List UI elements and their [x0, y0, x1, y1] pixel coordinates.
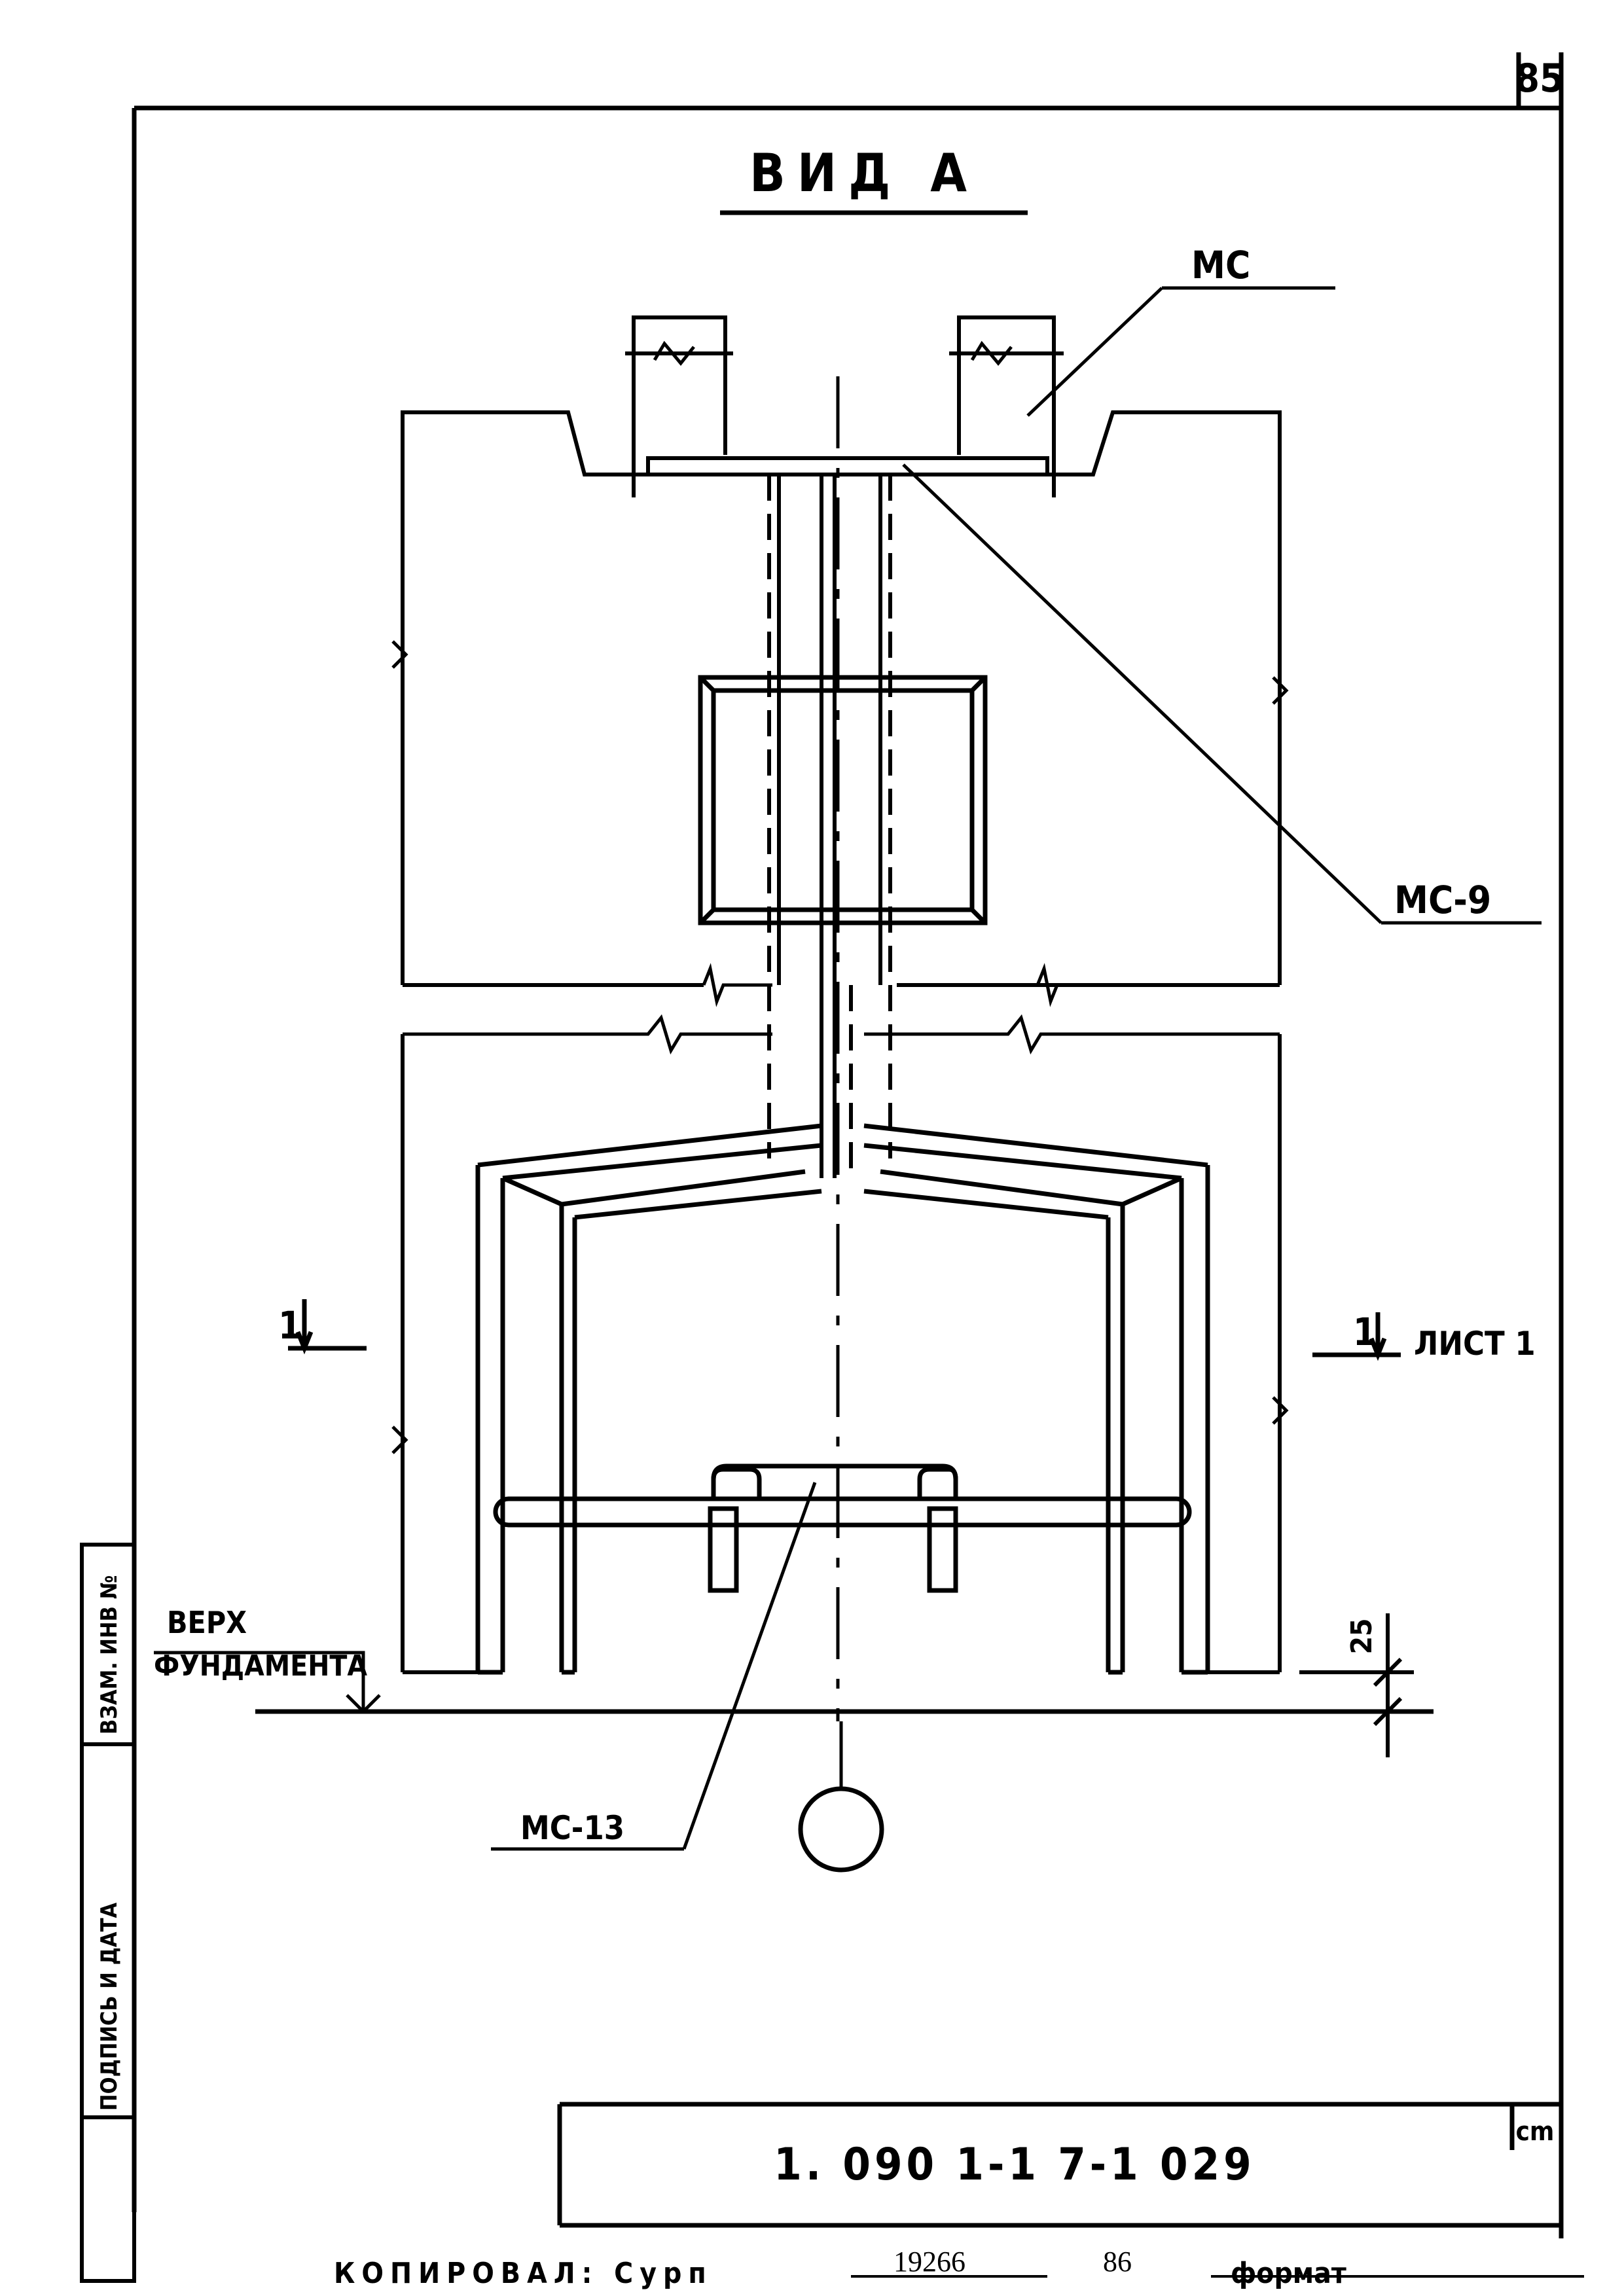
- footer-number: 86: [1103, 2246, 1132, 2278]
- callout-mc: МС: [1191, 243, 1250, 287]
- callout-mc9: МС-9: [1394, 878, 1491, 922]
- axis-marker-circle: [798, 1786, 884, 1873]
- foundation-line: [154, 1651, 1434, 1714]
- break-lines: [403, 963, 1280, 1055]
- view-title: ВИД А: [749, 143, 979, 204]
- page-number: 85: [1515, 56, 1564, 101]
- opening-frame: [698, 675, 988, 925]
- section-sheet-reference: ЛИСТ 1: [1414, 1325, 1536, 1363]
- dimension-25: [1299, 1613, 1414, 1757]
- lower-panel: [391, 1034, 1289, 1674]
- section-number-left: 1: [278, 1303, 302, 1348]
- section-mark-right: [1312, 1312, 1401, 1361]
- footer-copied-by: КОПИРОВАЛ: Сурп: [334, 2257, 713, 2290]
- central-stem: [767, 475, 892, 1178]
- sheet-frame: [132, 52, 1564, 2238]
- document-code: 1. 090 1-1 7-1 029: [774, 2139, 1255, 2191]
- side-stamp: [80, 1543, 136, 2283]
- leader-lines: [491, 286, 1542, 1851]
- portal-frame: [475, 1123, 1210, 1675]
- footer-format: формат: [1231, 2257, 1346, 2290]
- unit-label: cm: [1516, 2117, 1555, 2147]
- foundation-label-line1: ВЕРХ: [167, 1605, 247, 1640]
- top-column-right: [949, 315, 1064, 497]
- foundation-label-line2: ФУНДАМЕНТА: [154, 1649, 367, 1683]
- footer-order-number: 19266: [893, 2246, 965, 2278]
- cap-plate: [646, 456, 1049, 476]
- section-mark-left: [288, 1299, 367, 1355]
- tie-bar: [493, 1463, 1192, 1593]
- dimension-value-25: 25: [1345, 1618, 1379, 1654]
- stamp-replacement-inventory: ВЗАМ. ИНВ №: [96, 1575, 122, 1734]
- callout-mc13: МС-13: [520, 1809, 624, 1847]
- section-number-right: 1: [1353, 1310, 1377, 1354]
- top-column-left: [625, 315, 733, 497]
- stamp-signature-date: ПОДПИСЬ И ДАТА: [96, 1903, 122, 2111]
- title-block: [557, 2102, 1561, 2228]
